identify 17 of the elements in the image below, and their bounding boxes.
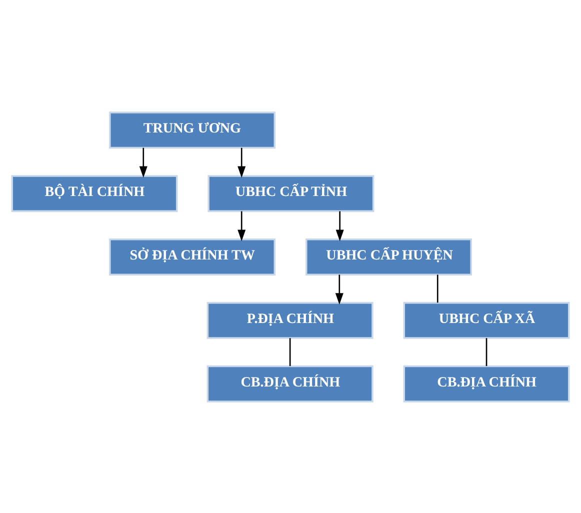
arrow — [336, 210, 344, 241]
node-box: UBHC CẤP HUYỆN — [305, 238, 472, 275]
connector — [486, 338, 488, 366]
node-box: TRUNG ƯƠNG — [109, 111, 276, 148]
connector — [289, 338, 291, 366]
node-box: P.ĐỊA CHÍNH — [206, 301, 374, 338]
arrow — [139, 147, 148, 178]
node-box: BỘ TÀI CHÍNH — [11, 174, 178, 212]
node-box: UBHC CẤP XÃ — [403, 301, 570, 338]
arrow — [238, 147, 246, 178]
node-box: UBHC CẤP TỈNH — [208, 174, 374, 212]
node-box: CB.ĐỊA CHÍNH — [206, 364, 374, 402]
arrow — [238, 210, 246, 241]
node-box: SỞ ĐỊA CHÍNH TW — [109, 238, 276, 275]
arrow — [335, 274, 344, 304]
node-box: CB.ĐỊA CHÍNH — [403, 364, 570, 402]
connector — [436, 274, 438, 302]
